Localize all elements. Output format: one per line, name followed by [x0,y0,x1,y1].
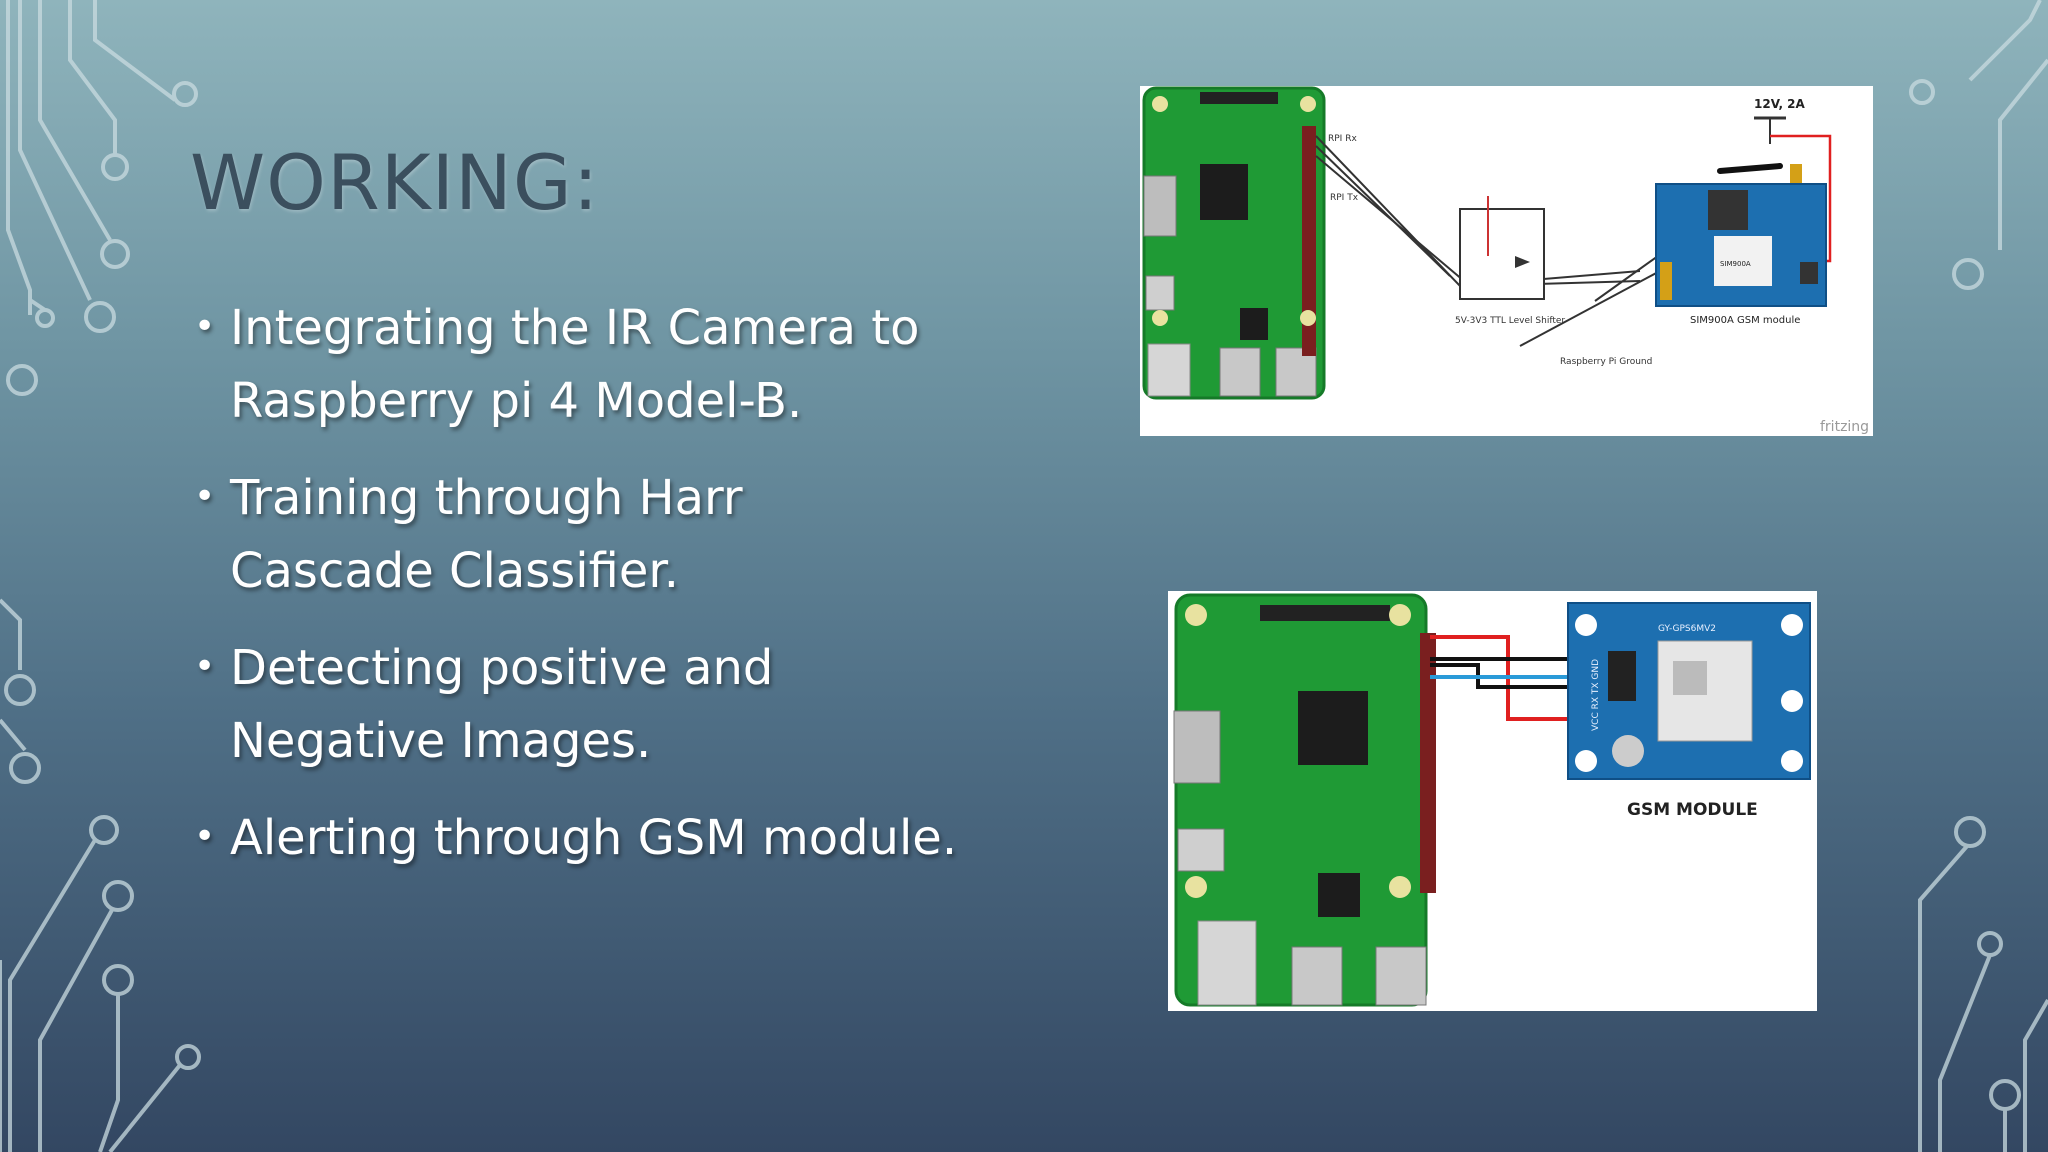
gsm-module-caption: GSM MODULE [1627,800,1758,820]
rpi-tx-label: RPI Tx [1330,193,1359,203]
wiring-diagram-gsm-module: GY-GPS6MV2 VCC RX TX GND GSM MODULE [1168,591,1817,1011]
bullet-text-line: Cascade Classifier. [230,543,679,599]
wiring-diagram-gsm-sim900a: RPI Rx RPI Tx 5V-3V3 TTL Level Shifter R… [1140,86,1873,436]
slide-title: WORKING: [190,138,600,227]
ground-label: Raspberry Pi Ground [1560,357,1652,367]
fritzing-watermark: fritzing [1820,419,1869,435]
raspberry-pi-board-icon [1173,593,1436,1007]
level-shifter-label: 5V-3V3 TTL Level Shifter [1455,316,1565,326]
circuit-decoration-right [1909,0,2048,1152]
wiring-diagram-top-svg: RPI Rx RPI Tx 5V-3V3 TTL Level Shifter R… [1142,86,1869,435]
bullet-text-line: Detecting positive and [230,640,774,696]
bullet-item: • Integrating the IR Camera to Raspberry… [190,292,1050,438]
bullet-text-line: Alerting through GSM module. [230,810,958,866]
circuit-decoration-left [0,0,201,1152]
gsm-module-label: SIM900A GSM module [1690,315,1800,326]
gsm-module-icon: SIM900A [1655,163,1827,307]
wiring-diagram-bottom-svg: GY-GPS6MV2 VCC RX TX GND GSM MODULE [1173,593,1811,1007]
bullet-dot-icon: • [194,816,216,857]
bullet-dot-icon: • [194,646,216,687]
bullet-item: • Training through Harr Cascade Classifi… [190,462,1050,608]
bullet-text-line: Negative Images. [230,713,652,769]
bullet-dot-icon: • [194,306,216,347]
module-board-name: GY-GPS6MV2 [1658,624,1716,634]
power-label: 12V, 2A [1754,97,1806,111]
bullet-dot-icon: • [194,476,216,517]
bullet-item: • Detecting positive and Negative Images… [190,632,1050,778]
gsm-chip-label: SIM900A [1720,260,1751,268]
rpi-rx-label: RPI Rx [1328,134,1357,144]
gsm-module-board-icon: GY-GPS6MV2 VCC RX TX GND [1567,602,1811,780]
bullet-item: • Alerting through GSM module. [190,802,1050,875]
raspberry-pi-board-icon [1142,86,1326,400]
bullet-text-line: Integrating the IR Camera to [230,300,920,356]
level-shifter-icon [1459,196,1545,300]
module-pin-labels: VCC RX TX GND [1591,659,1601,731]
bullet-text-line: Raspberry pi 4 Model-B. [230,373,803,429]
bullet-list: • Integrating the IR Camera to Raspberry… [190,292,1050,899]
bullet-text-line: Training through Harr [230,470,743,526]
